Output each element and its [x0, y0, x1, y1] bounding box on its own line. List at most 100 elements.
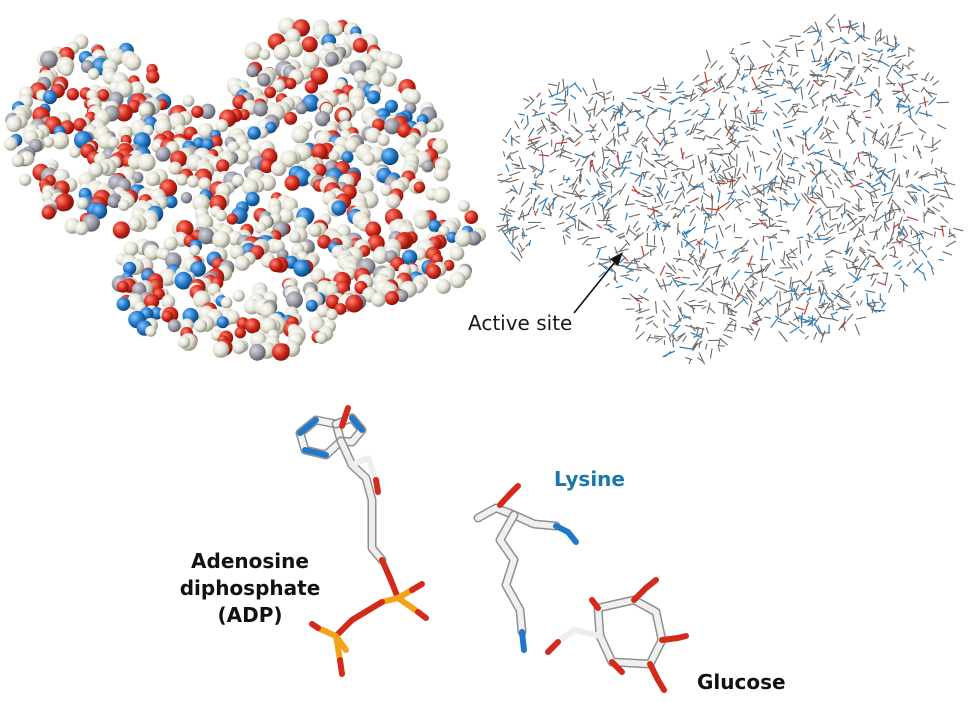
atom-sphere — [246, 64, 259, 78]
atom-sphere — [125, 54, 142, 71]
atom-sphere — [195, 213, 214, 232]
atom-sphere — [338, 109, 351, 122]
atom-sphere — [192, 137, 205, 150]
atom-sphere — [272, 343, 290, 361]
atom-sphere — [381, 71, 397, 87]
atom-sphere — [311, 143, 328, 160]
atom-sphere — [285, 77, 297, 90]
atom-sphere — [234, 327, 246, 339]
atom-sphere — [293, 259, 311, 277]
atom-sphere — [41, 205, 56, 220]
atom-sphere — [73, 118, 87, 132]
atom-sphere — [387, 53, 403, 69]
atom-sphere — [163, 236, 178, 251]
atom-sphere — [201, 138, 214, 151]
atom-sphere — [138, 103, 153, 118]
atom-sphere — [331, 24, 343, 36]
adp-label-line-3: (ADP) — [217, 603, 283, 627]
atom-sphere — [54, 194, 72, 212]
atom-sphere — [174, 271, 193, 290]
atom-sphere — [190, 261, 206, 277]
atom-sphere — [198, 177, 212, 191]
atom-sphere — [161, 310, 174, 323]
atom-sphere — [123, 241, 139, 257]
atom-sphere — [366, 90, 381, 105]
atom-sphere — [265, 121, 277, 134]
atom-sphere — [212, 341, 230, 358]
atom-sphere — [146, 218, 158, 230]
active-site-pointer-arrow — [573, 252, 623, 314]
atom-sphere — [380, 184, 393, 197]
atom-sphere — [131, 171, 144, 184]
atom-sphere — [11, 154, 25, 168]
atom-sphere — [413, 181, 426, 194]
atom-sphere — [200, 103, 216, 120]
atom-sphere — [161, 294, 176, 309]
atom-sphere — [345, 294, 364, 313]
atom-sphere — [127, 217, 142, 232]
wireframe-protein-model — [496, 13, 964, 365]
atom-sphere — [215, 119, 229, 133]
atom-sphere — [42, 136, 54, 148]
atom-sphere — [4, 137, 18, 151]
atom-sphere — [245, 191, 260, 207]
atom-sphere — [284, 175, 300, 191]
atom-sphere — [244, 41, 263, 60]
atom-sphere — [257, 73, 271, 87]
atom-sphere — [164, 195, 178, 209]
atom-sphere — [189, 245, 201, 256]
atom-sphere — [259, 303, 275, 319]
atom-sphere — [241, 178, 259, 196]
atom-sphere — [433, 186, 450, 204]
atom-sphere — [107, 195, 120, 208]
atom-sphere — [168, 161, 182, 175]
atom-sphere — [177, 335, 191, 349]
atom-sphere — [69, 146, 81, 158]
atom-sphere — [377, 133, 390, 147]
glucose-label: Glucose — [697, 670, 786, 694]
atom-sphere — [247, 126, 261, 140]
atom-sphere — [118, 199, 130, 211]
atom-sphere — [365, 127, 382, 144]
atom-sphere — [405, 89, 421, 105]
atom-sphere — [324, 51, 339, 66]
atom-sphere — [273, 44, 291, 61]
atom-sphere — [401, 249, 418, 265]
atom-sphere — [344, 138, 359, 153]
atom-sphere — [112, 221, 130, 239]
atom-sphere — [446, 231, 458, 243]
active-site-label: Active site — [468, 311, 573, 335]
atom-sphere — [220, 296, 233, 309]
atom-sphere — [365, 221, 382, 238]
atom-sphere — [215, 209, 227, 222]
atom-sphere — [175, 173, 188, 186]
atom-sphere — [186, 175, 200, 188]
atom-sphere — [426, 121, 438, 133]
adp-label: Adenosine diphosphate (ADP) — [160, 548, 340, 629]
atom-sphere — [59, 62, 74, 77]
atom-sphere — [331, 200, 347, 216]
atom-sphere — [308, 223, 322, 237]
lysine-label: Lysine — [554, 467, 625, 491]
atom-sphere — [384, 99, 398, 113]
atom-sphere — [74, 221, 89, 236]
atom-sphere — [372, 248, 389, 264]
atom-sphere — [270, 160, 287, 177]
atom-sphere — [284, 111, 298, 125]
atom-sphere — [123, 261, 137, 275]
atom-sphere — [433, 166, 449, 182]
atom-sphere — [259, 49, 271, 60]
atom-sphere — [180, 192, 193, 204]
atom-sphere — [76, 197, 89, 210]
atom-sphere — [143, 293, 160, 310]
atom-sphere — [278, 208, 294, 224]
atom-sphere — [245, 318, 261, 334]
atom-sphere — [449, 271, 466, 289]
atom-sphere — [302, 52, 320, 70]
atom-sphere — [66, 88, 80, 101]
atom-sphere — [384, 290, 399, 306]
atom-sphere — [18, 173, 32, 186]
atom-sphere — [259, 158, 275, 174]
atom-sphere — [97, 89, 110, 101]
atom-sphere — [454, 229, 472, 247]
